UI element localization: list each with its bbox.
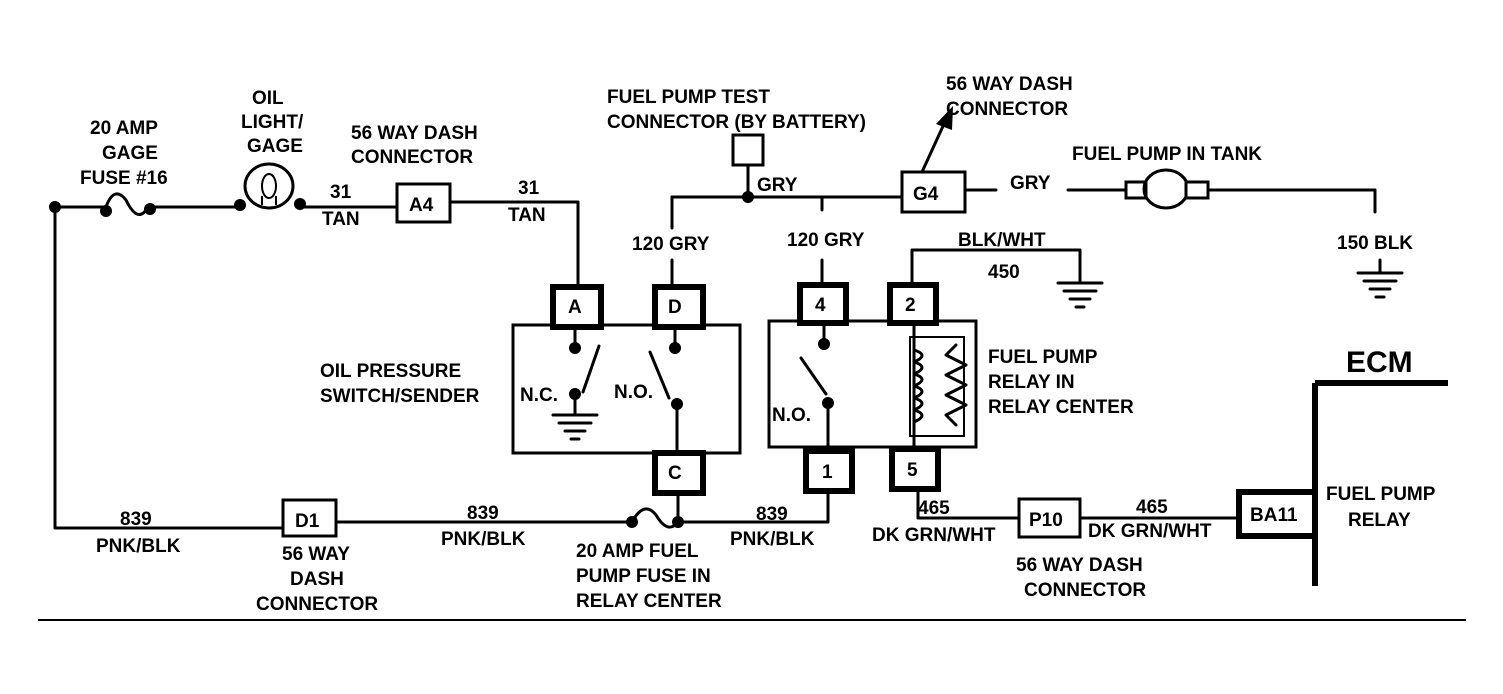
relay-coil-icon <box>912 348 924 424</box>
ground-symbol-icon <box>1356 271 1404 299</box>
gry120-right-label: 120 GRY <box>787 230 865 251</box>
ground-symbol-icon <box>1056 281 1104 309</box>
no-right-label: N.O. <box>772 405 811 426</box>
oil-gage-bulb-icon <box>243 162 295 210</box>
connector-d1 <box>281 498 338 538</box>
connector-g4-label: G4 <box>913 184 939 205</box>
oil-switch-label: OIL PRESSURE SWITCH/SENDER <box>320 361 480 407</box>
dash-connector-g4-label: 56 WAY DASH CONNECTOR <box>946 74 1078 120</box>
fuse16-terminal-dot <box>100 205 112 217</box>
dash-connector-p10-label: 56 WAY DASH CONNECTOR <box>1016 555 1148 601</box>
relay-body <box>767 319 978 449</box>
connector-a4-label: A4 <box>409 195 434 216</box>
connector-d1-label: D1 <box>295 511 320 532</box>
terminal-4 <box>797 282 849 326</box>
terminal-d <box>652 284 706 330</box>
wire-31-left-label: 31 TAN <box>322 182 360 230</box>
wire-465-right-label: 465 DK GRN/WHT <box>1088 497 1212 542</box>
fuel-pump-relay-ecm-label: FUEL PUMP RELAY <box>1326 484 1440 531</box>
terminal-2-label: 2 <box>905 295 916 316</box>
wire-839-b-label: 839 PNK/BLK <box>441 503 526 550</box>
wire-31-right-label: 31 TAN <box>508 178 546 226</box>
gry120-left-label: 120 GRY <box>632 234 710 255</box>
terminal-5-label: 5 <box>907 460 918 481</box>
fuse16-label: 20 AMP GAGE FUSE #16 <box>80 118 168 189</box>
terminal-a <box>550 284 604 330</box>
oil-switch-body <box>511 323 742 455</box>
fuel-pump-test-connector <box>731 133 765 167</box>
no-left-label: N.O. <box>614 382 653 403</box>
connector-p10-label: P10 <box>1029 510 1063 531</box>
gage-terminal-dot <box>234 199 246 211</box>
ground-symbol-icon <box>551 413 599 441</box>
oil-pressure-switch: A D C OIL PRESSURE SWITCH/SENDER N.C. N.… <box>320 234 742 496</box>
wire-839-c-label: 839 PNK/BLK <box>730 504 815 550</box>
fuel-pump-relay: 4 2 1 5 N.O. 120 GRY BLK/WHT 450 FUEL PU… <box>767 230 1134 494</box>
fuel-pump-motor-icon <box>1142 168 1190 210</box>
wire-150-blk-label: 150 BLK <box>1337 233 1413 254</box>
resistor-icon <box>944 343 968 427</box>
fuel-pump-fuse-icon <box>630 507 680 529</box>
connector-a4 <box>395 182 452 224</box>
test-connector-label: FUEL PUMP TEST CONNECTOR (BY BATTERY) <box>607 87 866 133</box>
gry-junction-dot <box>742 191 754 203</box>
bottom-circuit: D1 P10 BA11 ECM FUEL PUMP RELAY 839 PNK/… <box>53 205 1448 615</box>
relay-center-label: FUEL PUMP RELAY IN RELAY CENTER <box>988 347 1134 418</box>
oil-gage-label: OIL LIGHT/ GAGE <box>241 88 309 157</box>
arrow-up-icon <box>936 106 953 130</box>
fuel-pump-in-tank-label: FUEL PUMP IN TANK <box>1072 144 1262 165</box>
fuel-pump-fuse-label: 20 AMP FUEL PUMP FUSE IN RELAY CENTER <box>576 541 722 612</box>
top-left-circuit: A4 20 AMP GAGE FUSE #16 OIL LIGHT/ GAGE … <box>49 88 580 289</box>
connector-p10 <box>1017 497 1082 539</box>
ecm-label: ECM <box>1346 346 1413 379</box>
blk-wht-label: BLK/WHT <box>958 230 1046 251</box>
terminal-a-label: A <box>568 297 582 318</box>
fuse16-terminal-dot <box>144 203 156 215</box>
terminal-c-label: C <box>668 463 682 484</box>
wire-450-label: 450 <box>988 262 1020 283</box>
gry-mid-label: GRY <box>757 175 798 196</box>
wire-839-a-label: 839 PNK/BLK <box>96 509 181 557</box>
top-center-circuit: G4 FUEL PUMP TEST CONNECTOR (BY BATTERY)… <box>607 74 1413 299</box>
terminal-4-label: 4 <box>815 295 826 316</box>
dash-connector-d1-label: 56 WAY DASH CONNECTOR <box>256 544 378 615</box>
terminal-c <box>652 450 706 496</box>
connector-ba11-label: BA11 <box>1250 505 1298 526</box>
wire-465-left-label: 465 DK GRN/WHT <box>872 498 996 546</box>
terminal-1-label: 1 <box>822 462 833 483</box>
gage-terminal-dot <box>294 198 306 210</box>
nc-label: N.C. <box>520 385 558 406</box>
gry-right-label: GRY <box>1010 173 1051 194</box>
terminal-d-label: D <box>668 297 682 318</box>
dash-connector-a4-label: 56 WAY DASH CONNECTOR <box>351 123 483 168</box>
connector-g4 <box>900 170 967 214</box>
